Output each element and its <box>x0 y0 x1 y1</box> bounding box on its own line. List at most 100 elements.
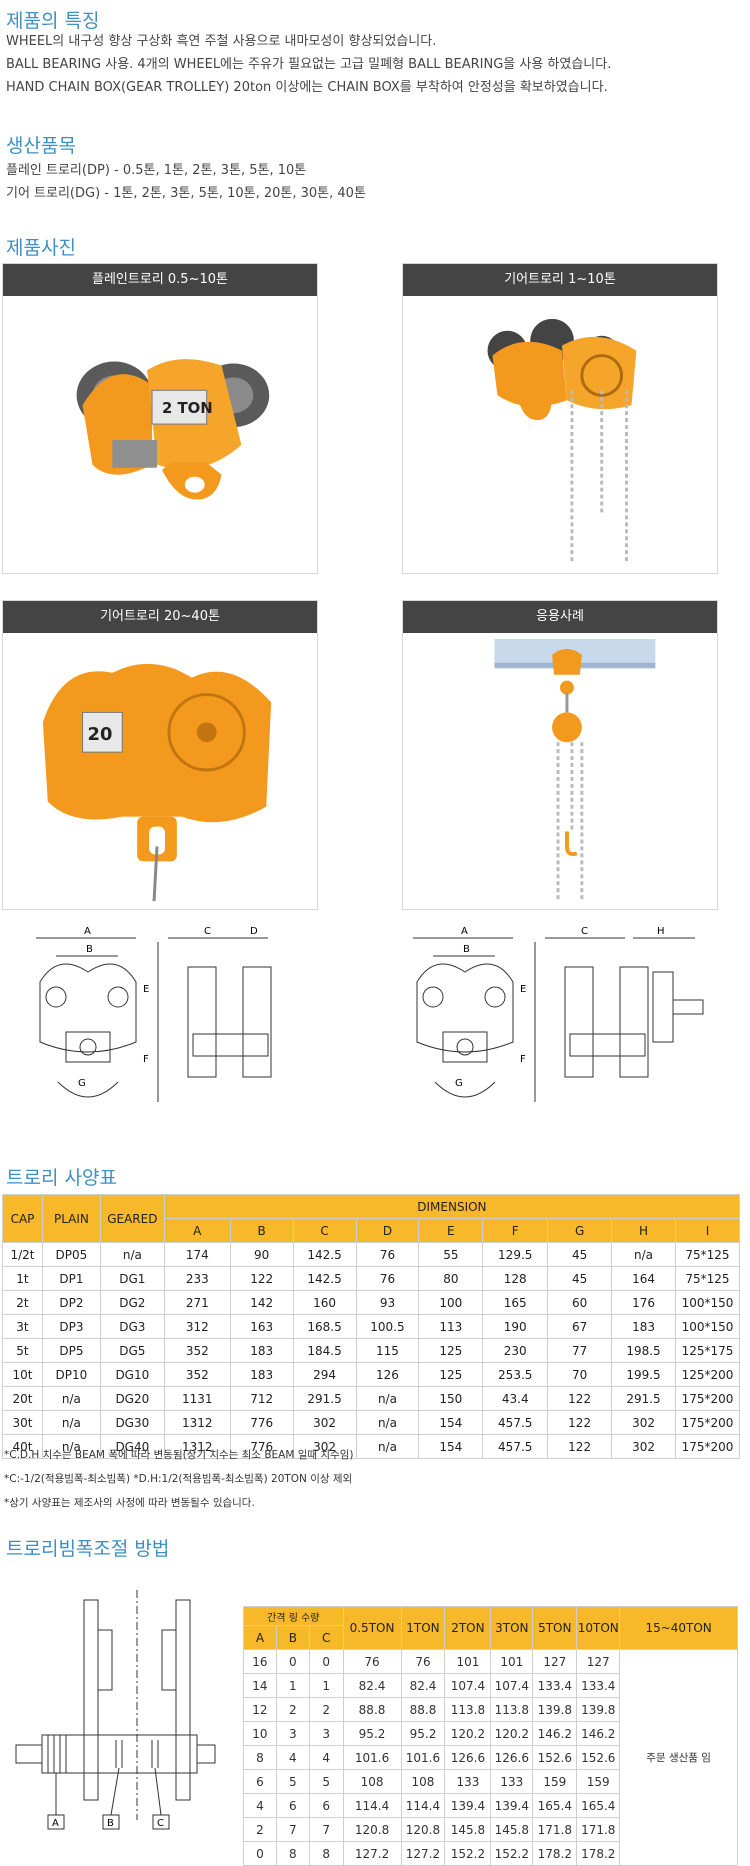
table-cell: 2 <box>275 1697 310 1722</box>
table-cell: 171.8 <box>532 1817 578 1842</box>
table-cell: 139.8 <box>532 1697 578 1722</box>
table-cell: 80 <box>418 1266 484 1291</box>
photo-caption: 응용사례 <box>403 601 717 633</box>
table-cell: 129.5 <box>482 1242 549 1267</box>
table-cell: 75*125 <box>674 1266 741 1291</box>
photo-plain-trolley: 플레인트로리 0.5~10톤 2 TON <box>2 263 318 574</box>
beam-adjust-diagram: A B C <box>6 1590 236 1840</box>
table-cell: 2 <box>243 1817 277 1842</box>
table-cell: 152.6 <box>576 1745 621 1770</box>
diagram-label: C <box>157 1818 164 1829</box>
table-cell: 312 <box>163 1314 231 1339</box>
products-text: 플레인 트로리(DP) - 0.5톤, 1톤, 2톤, 3톤, 5톤, 10톤 … <box>6 159 366 205</box>
table-cell: DG3 <box>99 1314 165 1339</box>
spec-note: *C:-1/2(적용빔폭-최소빔폭) *D.H:1/2(적용빔폭-최소빔폭) 2… <box>4 1473 353 1485</box>
table-cell: 145.8 <box>490 1817 534 1842</box>
table-cell: 175*200 <box>674 1410 741 1435</box>
dim-label: F <box>143 1054 149 1065</box>
table-cell: 159 <box>576 1769 621 1794</box>
table-cell: 457.5 <box>482 1410 549 1435</box>
spec-note: *상기 사양표는 제조사의 사정에 따라 변동될수 있습니다. <box>4 1497 255 1509</box>
table-cell: 190 <box>482 1314 549 1339</box>
table-cell: 0 <box>243 1841 277 1866</box>
table-cell: DG10 <box>99 1362 165 1387</box>
feature-line: WHEEL의 내구성 향상 구상화 흑연 주철 사용으로 내마모성이 향상되었습… <box>6 34 437 49</box>
feature-line: BALL BEARING 사용. 4개의 WHEEL에는 주유가 필요없는 고급… <box>6 57 612 72</box>
col-ton: 1TON <box>400 1606 446 1650</box>
table-cell: 175*200 <box>674 1434 741 1459</box>
col-ton: 0.5TON <box>342 1606 402 1650</box>
table-cell: 165.4 <box>576 1793 621 1818</box>
dim-label: G <box>455 1078 463 1089</box>
table-cell: 76 <box>355 1266 420 1291</box>
col-dim-f: F <box>482 1218 549 1243</box>
table-cell: 142 <box>229 1290 294 1315</box>
table-cell: 120.8 <box>400 1817 446 1842</box>
table-cell: 133 <box>490 1769 534 1794</box>
table-cell: n/a <box>355 1434 420 1459</box>
table-cell: n/a <box>41 1410 101 1435</box>
table-cell: 199.5 <box>611 1362 676 1387</box>
col-dim-d: D <box>355 1218 420 1243</box>
table-cell: 1131 <box>163 1386 231 1411</box>
table-cell: 1/2t <box>2 1242 43 1267</box>
features-title: 제품의 특징 <box>6 10 100 32</box>
adjust-title: 트로리빔폭조절 방법 <box>6 1538 170 1560</box>
table-cell: 70 <box>547 1362 613 1387</box>
table-cell: 100.5 <box>355 1314 420 1339</box>
table-cell: 120.2 <box>444 1721 492 1746</box>
table-cell: DG2 <box>99 1290 165 1315</box>
dimension-drawing-geared: A B G C H E F <box>395 922 740 1107</box>
table-cell: 178.2 <box>576 1841 621 1866</box>
col-dim-c: C <box>292 1218 357 1243</box>
table-cell: 75*125 <box>674 1242 741 1267</box>
table-cell: 253.5 <box>482 1362 549 1387</box>
table-cell: 125*175 <box>674 1338 741 1363</box>
table-cell: 43.4 <box>482 1386 549 1411</box>
diagram-label: A <box>52 1818 59 1829</box>
dim-label: B <box>86 944 93 955</box>
table-cell: 165 <box>482 1290 549 1315</box>
dim-label: C <box>581 926 588 937</box>
capacity-plate: 20 <box>88 724 113 745</box>
made-to-order-note: 주문 생산품 임 <box>619 1649 738 1866</box>
table-cell: 101.6 <box>342 1745 402 1770</box>
table-cell: 5 <box>308 1769 344 1794</box>
table-cell: 77 <box>547 1338 613 1363</box>
table-cell: 122 <box>547 1434 613 1459</box>
photo-geared-trolley: 기어트로리 1~10톤 <box>402 263 718 574</box>
table-cell: 152.2 <box>444 1841 492 1866</box>
table-cell: 90 <box>229 1242 294 1267</box>
table-cell: n/a <box>355 1410 420 1435</box>
table-cell: n/a <box>99 1242 165 1267</box>
table-cell: n/a <box>355 1386 420 1411</box>
table-cell: 139.4 <box>490 1793 534 1818</box>
table-cell: 183 <box>611 1314 676 1339</box>
col-dim-h: H <box>611 1218 676 1243</box>
table-cell: 4 <box>308 1745 344 1770</box>
table-cell: 127.2 <box>400 1841 446 1866</box>
table-cell: 159 <box>532 1769 578 1794</box>
table-cell: 230 <box>482 1338 549 1363</box>
table-cell: 176 <box>611 1290 676 1315</box>
table-cell: 178.2 <box>532 1841 578 1866</box>
table-cell: 6 <box>275 1793 310 1818</box>
table-cell: 3t <box>2 1314 43 1339</box>
table-cell: 93 <box>355 1290 420 1315</box>
table-cell: 146.2 <box>576 1721 621 1746</box>
table-cell: 1312 <box>163 1434 231 1459</box>
table-cell: DP2 <box>41 1290 101 1315</box>
photo-heavy-geared-trolley: 기어트로리 20~40톤 20 <box>2 600 318 910</box>
table-cell: 128 <box>482 1266 549 1291</box>
table-cell: 150 <box>418 1386 484 1411</box>
table-cell: 0 <box>308 1649 344 1674</box>
table-cell: 152.2 <box>490 1841 534 1866</box>
table-cell: 133.4 <box>576 1673 621 1698</box>
table-cell: 0 <box>275 1649 310 1674</box>
photo-caption: 플레인트로리 0.5~10톤 <box>3 264 317 296</box>
